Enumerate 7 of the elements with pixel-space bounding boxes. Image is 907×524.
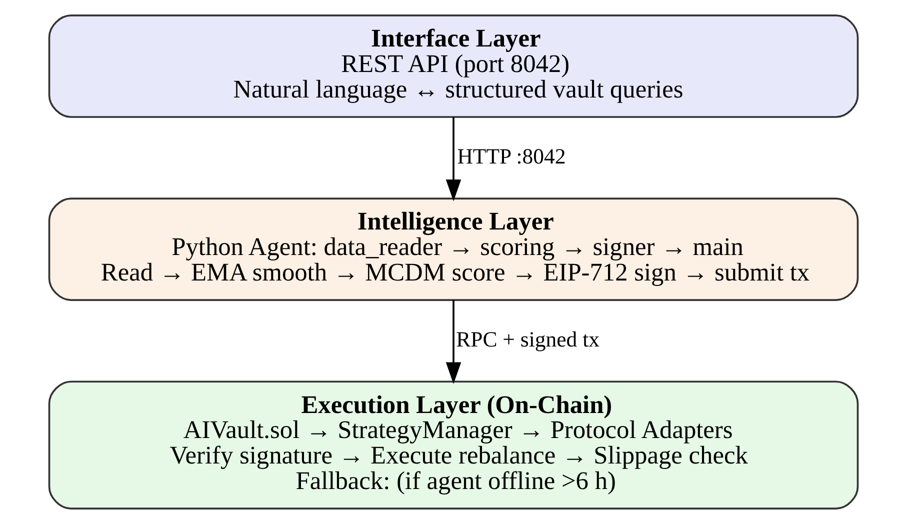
edge-label: HTTP :8042 (457, 144, 566, 168)
node-box: Intelligence Layer Python Agent: data_reader → scoring → signer → main Read → EMA smooth → MCDM score → EIP-712 sign → submit tx (48, 198, 859, 301)
edge-label: RPC + signed tx (456, 327, 600, 352)
node-box: Execution Layer (On-Chain) AIVault.sol → StrategyManager → Protocol Adapters Verify signature → Execute rebalance → Slippage check Fallback: (if agent offline >6 h) (48, 380, 859, 510)
arrow (446, 117, 462, 202)
arrow (446, 300, 462, 384)
node-box: Interface Layer REST API (port 8042) Natural language ↔ structured vault queries (48, 14, 859, 118)
